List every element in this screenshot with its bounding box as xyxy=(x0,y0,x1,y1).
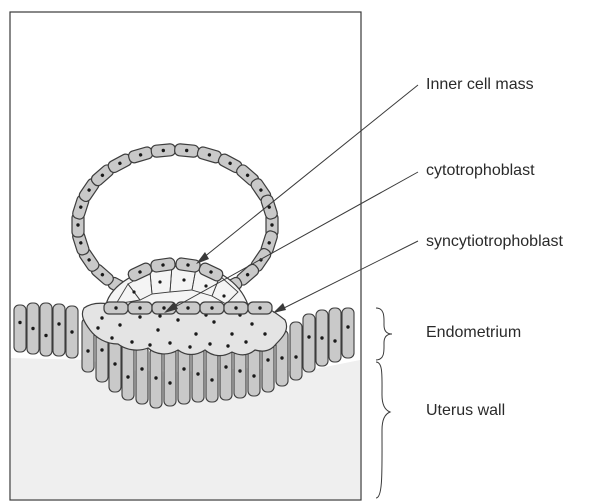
label-cytotrophoblast: cytotrophoblast xyxy=(426,162,535,179)
uterus-wall-brace xyxy=(376,362,390,498)
endometrium-cell xyxy=(136,346,148,404)
nucleus xyxy=(210,306,213,309)
nucleus xyxy=(234,306,237,309)
nucleus xyxy=(280,356,283,359)
nucleus xyxy=(158,280,161,283)
nucleus xyxy=(138,315,141,318)
nucleus xyxy=(182,367,185,370)
nucleus xyxy=(31,327,34,330)
endometrium-cell xyxy=(53,304,65,356)
nucleus xyxy=(138,306,141,309)
nucleus xyxy=(263,332,266,335)
endometrium-cell xyxy=(303,314,315,372)
nucleus xyxy=(96,326,99,329)
nucleus xyxy=(266,358,269,361)
nucleus xyxy=(224,365,227,368)
nucleus xyxy=(208,342,211,345)
nucleus xyxy=(113,362,116,365)
nucleus xyxy=(118,323,121,326)
nucleus xyxy=(132,290,135,293)
label-inner-cell-mass: Inner cell mass xyxy=(426,76,534,93)
nucleus xyxy=(333,339,336,342)
nucleus xyxy=(114,306,117,309)
nucleus xyxy=(57,322,60,325)
nucleus xyxy=(182,278,185,281)
endometrium-cell xyxy=(290,322,302,380)
nucleus xyxy=(156,328,159,331)
label-syncytiotrophoblast: syncytiotrophoblast xyxy=(426,233,564,250)
nucleus xyxy=(18,321,21,324)
nucleus xyxy=(44,334,47,337)
nucleus xyxy=(100,348,103,351)
nucleus xyxy=(148,343,151,346)
endometrium-brace xyxy=(376,308,392,360)
endometrium-cell xyxy=(14,305,26,352)
nucleus xyxy=(162,306,165,309)
nucleus xyxy=(222,294,225,297)
nucleus xyxy=(226,344,229,347)
nucleus xyxy=(130,340,133,343)
nucleus xyxy=(158,314,161,317)
endometrium-cell xyxy=(40,303,52,356)
nucleus xyxy=(176,318,179,321)
label-uterus-wall: Uterus wall xyxy=(426,402,505,419)
nucleus xyxy=(168,381,171,384)
nucleus xyxy=(188,345,191,348)
nucleus xyxy=(238,369,241,372)
nucleus xyxy=(154,376,157,379)
endometrium-cell xyxy=(164,348,176,406)
nucleus xyxy=(258,306,261,309)
nucleus xyxy=(86,349,89,352)
nucleus xyxy=(100,316,103,319)
trophoblast-cell xyxy=(174,143,199,157)
endometrium-cell xyxy=(329,308,341,362)
nucleus xyxy=(307,335,310,338)
nucleus xyxy=(230,332,233,335)
nucleus xyxy=(140,367,143,370)
endometrium-cell xyxy=(342,308,354,358)
nucleus xyxy=(210,378,213,381)
label-endometrium: Endometrium xyxy=(426,324,521,341)
trophoblast-cell xyxy=(151,143,176,157)
nucleus xyxy=(186,306,189,309)
nucleus xyxy=(76,223,79,226)
nucleus xyxy=(204,284,207,287)
nucleus xyxy=(110,336,113,339)
nucleus xyxy=(250,322,253,325)
nucleus xyxy=(294,355,297,358)
nucleus xyxy=(252,374,255,377)
nucleus xyxy=(194,332,197,335)
endometrium-cell xyxy=(122,342,134,400)
nucleus xyxy=(320,336,323,339)
nucleus xyxy=(168,341,171,344)
nucleus xyxy=(270,223,273,226)
nucleus xyxy=(70,330,73,333)
nucleus xyxy=(126,375,129,378)
nucleus xyxy=(212,320,215,323)
nucleus xyxy=(196,372,199,375)
nucleus xyxy=(244,340,247,343)
nucleus xyxy=(346,325,349,328)
